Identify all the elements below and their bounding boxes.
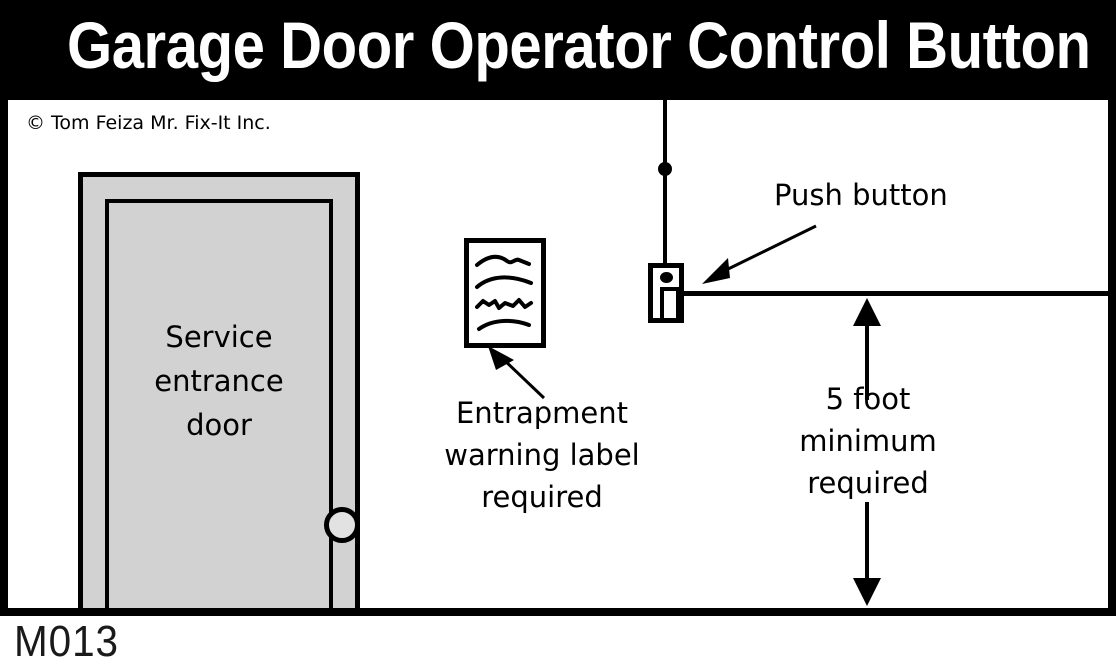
entrapment-callout-line-1: Entrapment — [455, 396, 629, 430]
dimension-arrow-icon — [853, 298, 881, 606]
entrapment-callout-label: Entrapment warning label required — [432, 392, 652, 518]
door-label-line-3: door — [186, 408, 252, 442]
warning-label-squiggles — [475, 254, 533, 331]
wire-junction-dot-icon — [658, 162, 672, 176]
warning-label-icon — [464, 238, 546, 348]
entrapment-callout-line-3: required — [481, 480, 603, 514]
door-label-line-2: entrance — [154, 364, 284, 398]
dimension-callout-line-2: minimum — [799, 424, 937, 458]
push-button-indicator-icon — [660, 272, 673, 283]
dimension-callout-line-3: required — [807, 466, 929, 500]
copyright-notice: © Tom Feiza Mr. Fix-It Inc. — [26, 112, 271, 134]
diagram-panel: © Tom Feiza Mr. Fix-It Inc. Service entr… — [8, 100, 1108, 608]
page-title: Garage Door Operator Control Button — [66, 8, 1091, 82]
dimension-callout-label: 5 foot minimum required — [750, 378, 986, 504]
push-button-callout-label: Push button — [774, 178, 948, 212]
button-wire — [663, 100, 667, 264]
service-entrance-door: Service entrance door — [78, 172, 360, 608]
doorknob-icon — [324, 507, 360, 543]
entrapment-callout-arrow-icon — [488, 346, 546, 400]
dimension-callout-line-1: 5 foot — [825, 382, 911, 416]
title-bar: Garage Door Operator Control Button — [0, 0, 1116, 92]
reference-level-line — [684, 291, 1108, 296]
push-button-icon — [648, 263, 684, 323]
push-button-plate-icon — [660, 287, 680, 322]
entrapment-callout-line-2: warning label — [444, 438, 640, 472]
door-label: Service entrance door — [109, 315, 329, 447]
figure-code: M013 — [14, 617, 119, 666]
push-button-callout-arrow-icon — [702, 224, 817, 284]
diagram-panel-frame: © Tom Feiza Mr. Fix-It Inc. Service entr… — [0, 92, 1116, 616]
door-label-line-1: Service — [165, 320, 273, 354]
door-inner-panel: Service entrance door — [105, 199, 360, 608]
